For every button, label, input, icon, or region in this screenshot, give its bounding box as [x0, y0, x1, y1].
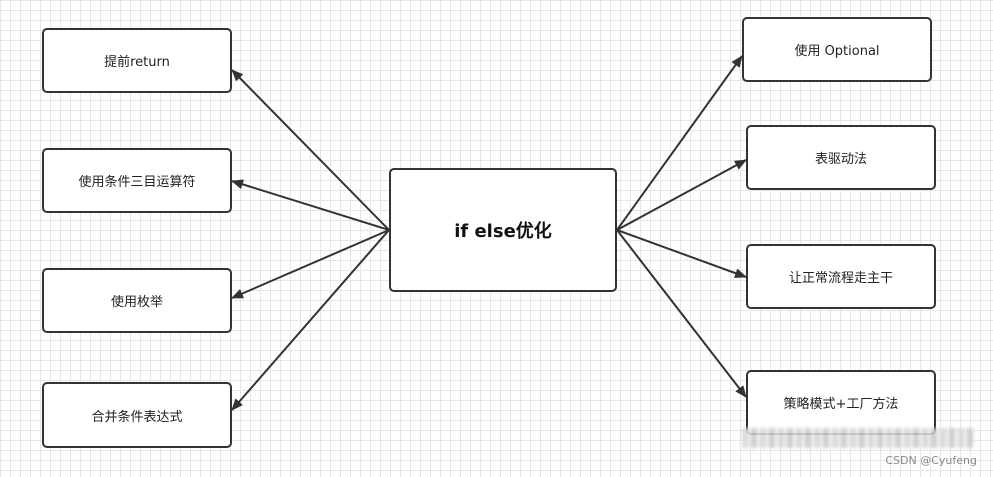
right-node-table-driven[interactable]: 表驱动法: [746, 125, 936, 190]
arrow-to-left-node-4: [231, 229, 390, 411]
left-node-ternary-operator[interactable]: 使用条件三目运算符: [42, 148, 232, 213]
arrow-to-left-node-3: [231, 229, 390, 299]
left-node-early-return[interactable]: 提前return: [42, 28, 232, 93]
left-node-enum[interactable]: 使用枚举: [42, 268, 232, 333]
right-node-label: 让正常流程走主干: [788, 271, 893, 286]
left-node-merge-conditions[interactable]: 合并条件表达式: [42, 382, 232, 448]
left-node-label: 使用枚举: [110, 295, 163, 310]
right-node-label: 策略模式+工厂方法: [783, 397, 899, 412]
left-node-label: 合并条件表达式: [91, 409, 183, 425]
blurred-text-overlay: [742, 428, 974, 448]
right-node-label: 使用 Optional: [794, 44, 880, 59]
watermark: CSDN @Cyufeng: [885, 454, 977, 467]
left-node-label: 使用条件三目运算符: [78, 175, 196, 190]
left-node-label: 提前return: [104, 55, 170, 70]
right-node-normal-flow-main[interactable]: 让正常流程走主干: [746, 244, 936, 309]
arrow-to-left-node-2: [231, 179, 390, 231]
center-node-label: if else优化: [454, 221, 552, 242]
arrow-to-left-node-1: [231, 69, 390, 231]
right-node-strategy-factory[interactable]: 策略模式+工厂方法: [746, 370, 936, 435]
arrow-to-right-node-3: [616, 229, 747, 278]
center-node[interactable]: if else优化: [389, 168, 617, 292]
right-node-optional[interactable]: 使用 Optional: [742, 17, 932, 82]
arrow-to-right-node-4: [616, 229, 747, 398]
right-node-label: 表驱动法: [814, 152, 867, 167]
arrow-to-right-node-1: [616, 55, 743, 231]
arrow-to-right-node-2: [616, 159, 747, 231]
